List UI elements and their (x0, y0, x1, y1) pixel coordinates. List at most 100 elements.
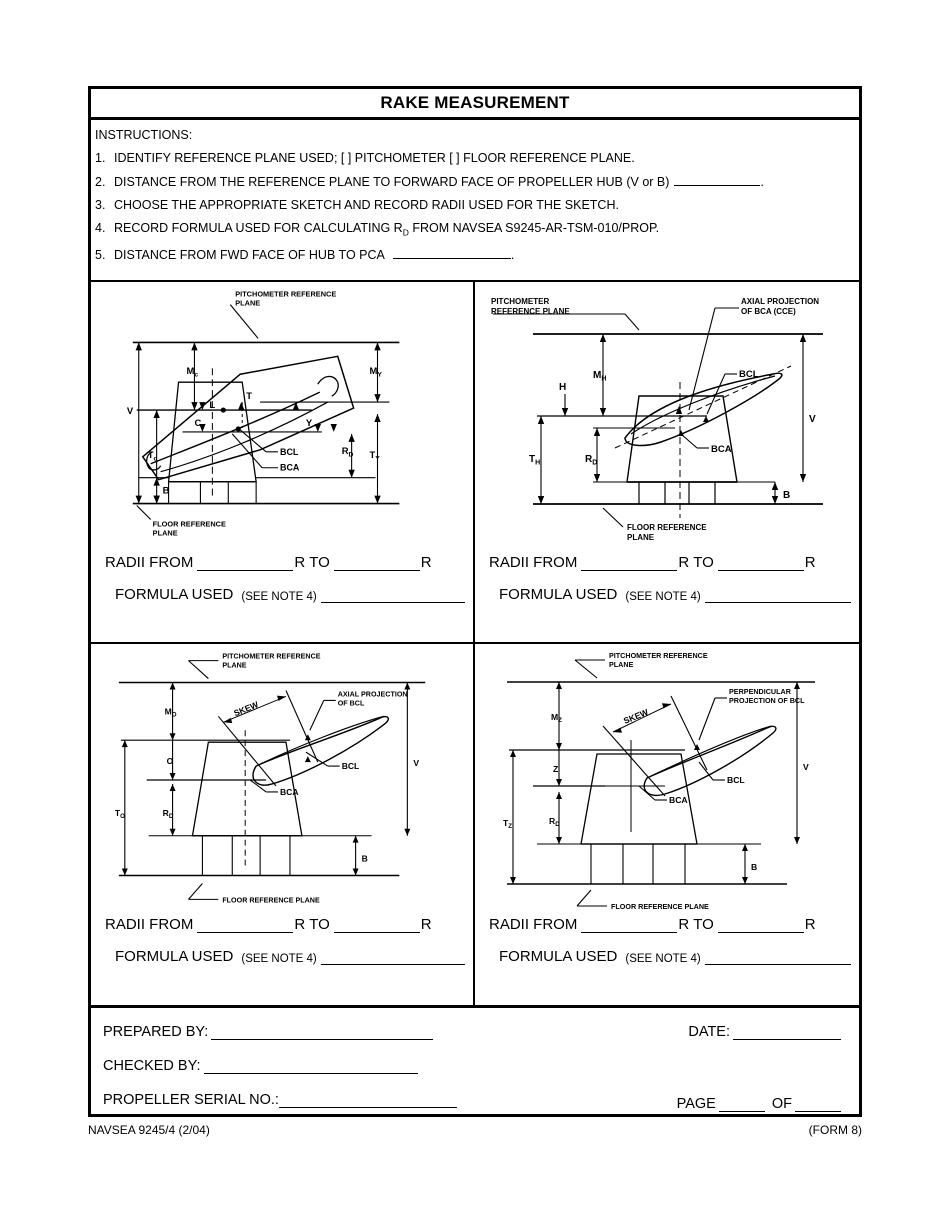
dim-label-v: V (413, 758, 419, 768)
formula-used-label: FORMULA USED (499, 947, 618, 965)
page-number-input[interactable] (718, 1096, 765, 1112)
prepared-by-row: PREPARED BY: (103, 1024, 859, 1040)
radii-from-unit: R (678, 554, 690, 571)
sketch-panel-1: PITCHOMETER REFERENCE PLANE FLOOR REFERE… (91, 282, 475, 644)
formula-row: FORMULA USED (SEE NOTE 4) (105, 586, 465, 603)
sketch-4-fields: RADII FROM R TO R FORMULA USED (SEE NOTE… (475, 916, 859, 965)
propeller-serial-input[interactable] (278, 1092, 457, 1108)
dim-label-mh: MH (593, 370, 606, 383)
dim-label-rd: RD (342, 446, 354, 458)
radii-to-input[interactable] (717, 917, 804, 933)
rd-subscript: D (402, 227, 409, 238)
pca-distance-blank[interactable] (392, 247, 511, 259)
instruction-text: DISTANCE FROM FWD FACE OF HUB TO PCA (114, 247, 385, 262)
pitchometer-plane-label-line1: PITCHOMETER REFERENCE (609, 651, 708, 660)
instruction-number: 2. (95, 175, 106, 189)
instruction-text-tail: . (510, 247, 515, 262)
prepared-by-label: PREPARED BY: (103, 1024, 209, 1040)
radii-from-input[interactable] (581, 555, 678, 571)
pitchometer-plane-label-line1: PITCHOMETER (491, 297, 549, 306)
prepared-by-input[interactable] (211, 1024, 434, 1040)
callout-bcl: BCL (727, 775, 745, 785)
formula-used-label: FORMULA USED (499, 586, 618, 603)
instruction-text: RECORD FORMULA USED FOR CALCULATING R (114, 221, 403, 235)
radii-from-unit: R (678, 915, 690, 933)
instruction-item-3: 3.CHOOSE THE APPROPRIATE SKETCH AND RECO… (95, 198, 859, 212)
instruction-text-tail: . (760, 175, 764, 189)
dim-label-o: O (167, 756, 174, 766)
pitchometer-plane-label-line1: PITCHOMETER REFERENCE (222, 652, 320, 660)
radii-row: RADII FROM R TO R (489, 916, 851, 933)
hub-distance-blank[interactable] (674, 174, 761, 186)
dim-label-mz: MZ (551, 712, 562, 724)
dim-label-b: B (362, 853, 368, 863)
perpendicular-projection-label-line1: PERPENDICULAR (729, 687, 792, 696)
dim-label-y: Y (306, 418, 313, 429)
propeller-serial-row: PROPELLER SERIAL NO.: (103, 1092, 859, 1108)
dim-label-z: Z (553, 764, 558, 774)
callout-bcl: BCL (342, 761, 360, 771)
formula-row: FORMULA USED (SEE NOTE 4) (489, 586, 851, 603)
instruction-item-1: 1.IDENTIFY REFERENCE PLANE USED; [ ] PIT… (95, 151, 859, 165)
radii-to-unit: R (804, 915, 816, 933)
radii-from-label: RADII FROM (105, 554, 194, 571)
checked-by-input[interactable] (203, 1058, 418, 1074)
radii-from-input[interactable] (197, 917, 294, 933)
sketch-3-diagram: PITCHOMETER REFERENCE PLANE FLOOR REFERE… (115, 652, 426, 904)
radii-to-input[interactable] (333, 917, 420, 933)
page-title: RAKE MEASUREMENT (380, 93, 570, 112)
instruction-item-5: 5. DISTANCE FROM FWD FACE OF HUB TO PCA. (95, 247, 859, 262)
axial-projection-label-line1: AXIAL PROJECTION (338, 690, 408, 698)
propeller-serial-label: PROPELLER SERIAL NO.: (103, 1092, 279, 1108)
instruction-text: CHOOSE THE APPROPRIATE SKETCH AND RECORD… (114, 198, 619, 212)
dim-label-t: T (246, 391, 252, 402)
radii-to-input[interactable] (333, 555, 420, 571)
pitchometer-plane-label-line2: PLANE (235, 299, 260, 308)
radii-to-unit: R (420, 554, 432, 571)
callout-bcl: BCL (739, 369, 759, 380)
instruction-number: 5. (95, 247, 106, 262)
formula-used-input[interactable] (704, 949, 851, 965)
formula-used-label: FORMULA USED (115, 947, 234, 965)
perpendicular-projection-label-line2: PROJECTION OF BCL (729, 696, 805, 705)
floor-plane-label-line2: PLANE (627, 533, 655, 542)
radii-from-input[interactable] (581, 917, 678, 933)
date-input[interactable] (733, 1024, 841, 1040)
formula-used-input[interactable] (320, 587, 465, 603)
form-title-bar: RAKE MEASUREMENT (91, 89, 859, 120)
dim-label-rd: RD (163, 807, 174, 819)
sketch-2-fields: RADII FROM R TO R FORMULA USED (SEE NOTE… (475, 554, 859, 603)
instructions-section: INSTRUCTIONS: 1.IDENTIFY REFERENCE PLANE… (91, 120, 859, 282)
radii-to-input[interactable] (717, 555, 804, 571)
instruction-item-4: 4.RECORD FORMULA USED FOR CALCULATING RD… (95, 221, 859, 238)
radii-from-label: RADII FROM (489, 915, 578, 933)
formula-used-input[interactable] (320, 949, 465, 965)
sketch-4-diagram: PITCHOMETER REFERENCE PLANE FLOOR REFERE… (503, 651, 815, 911)
dim-label-th: TH (529, 454, 540, 467)
instruction-number: 1. (95, 151, 106, 165)
radii-row: RADII FROM R TO R (105, 554, 465, 571)
sketch-panel-3: PITCHOMETER REFERENCE PLANE FLOOR REFERE… (91, 643, 475, 1005)
callout-bca: BCA (669, 795, 688, 805)
sketch-grid: PITCHOMETER REFERENCE PLANE FLOOR REFERE… (91, 282, 859, 1008)
see-note-label: (SEE NOTE 4) (241, 952, 317, 965)
pitchometer-plane-label-line2: REFERENCE PLANE (491, 307, 570, 316)
dim-label-mc: Mc (187, 366, 199, 378)
radii-from-unit: R (294, 554, 306, 571)
date-label: DATE: (688, 1024, 730, 1040)
formula-used-input[interactable] (704, 587, 851, 603)
skew-label: SKEW (622, 706, 650, 725)
dim-label-b: B (163, 486, 170, 497)
pitchometer-plane-label-line1: PITCHOMETER REFERENCE (235, 290, 336, 299)
dim-label-l: L (209, 400, 215, 411)
callout-bca: BCA (280, 786, 299, 796)
page-total-input[interactable] (795, 1096, 841, 1112)
callout-bca: BCA (711, 444, 732, 455)
pitchometer-plane-label-line2: PLANE (222, 661, 246, 669)
checked-by-label: CHECKED BY: (103, 1058, 201, 1074)
radii-from-input[interactable] (197, 555, 294, 571)
signature-section: PREPARED BY: CHECKED BY: PROPELLER SERIA… (91, 1008, 859, 1116)
instruction-text: DISTANCE FROM THE REFERENCE PLANE TO FOR… (114, 175, 670, 189)
axial-projection-label-line2: OF BCA (CCE) (741, 307, 796, 316)
radii-to-label: TO (309, 554, 330, 571)
